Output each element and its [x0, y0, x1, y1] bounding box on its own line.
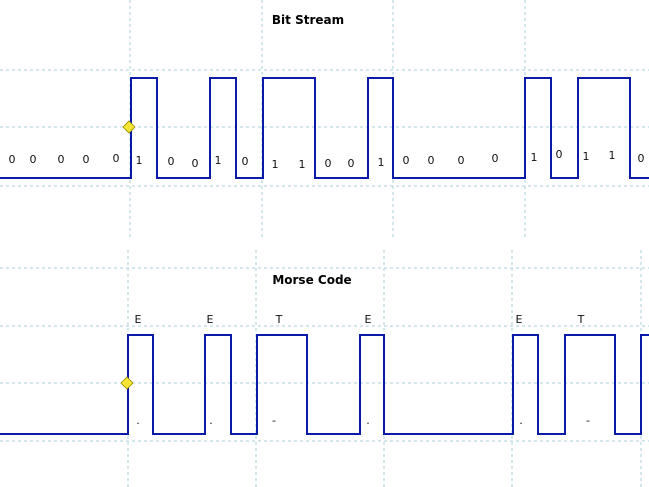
yellow-diamond-icon[interactable] — [120, 376, 134, 390]
bit-label: 0 — [458, 154, 465, 167]
bit-label: 1 — [609, 149, 616, 162]
morse-labels: E. E. T - E. E. T - — [135, 313, 590, 427]
bit-stream-title: Bit Stream — [272, 13, 344, 27]
morse-symbol: . — [366, 414, 370, 427]
morse-symbol: - — [272, 414, 276, 427]
morse-letter: E — [135, 313, 142, 326]
bit-label: 0 — [9, 153, 16, 166]
bit-label: 0 — [348, 157, 355, 170]
bit-label: 0 — [192, 157, 199, 170]
bit-label: 1 — [299, 158, 306, 171]
bit-label: 0 — [83, 153, 90, 166]
morse-symbol: . — [209, 414, 213, 427]
bit-label: 0 — [58, 153, 65, 166]
morse-code-waveform — [0, 334, 649, 435]
bit-label: 0 — [325, 157, 332, 170]
bit-label: 0 — [242, 155, 249, 168]
morse-symbol: - — [586, 414, 590, 427]
morse-symbol: . — [136, 414, 140, 427]
bit-stream-waveform — [0, 77, 649, 179]
bit-label: 1 — [136, 154, 143, 167]
morse-letter: E — [207, 313, 214, 326]
bit-label: 0 — [428, 154, 435, 167]
morse-code-title: Morse Code — [272, 273, 351, 287]
bit-label: 1 — [215, 154, 222, 167]
morse-symbol: . — [519, 414, 523, 427]
bit-labels: 0 0 0 0 0 1 0 0 1 0 1 1 0 0 1 0 0 0 0 1 0 1 1 0 — [9, 148, 645, 171]
morse-letter: T — [577, 313, 585, 326]
bit-label: 0 — [30, 153, 37, 166]
bit-label: 0 — [556, 148, 563, 161]
bit-label: 0 — [638, 152, 645, 165]
bit-label: 1 — [531, 151, 538, 164]
morse-code-grid — [0, 250, 649, 487]
morse-letter: E — [516, 313, 523, 326]
bit-label: 0 — [113, 152, 120, 165]
bit-label: 0 — [403, 154, 410, 167]
yellow-diamond-icon[interactable] — [122, 120, 136, 134]
morse-letter: E — [365, 313, 372, 326]
bit-label: 1 — [272, 158, 279, 171]
bit-label: 1 — [583, 150, 590, 163]
bit-label: 0 — [168, 155, 175, 168]
morse-letter: T — [275, 313, 283, 326]
bit-label: 1 — [378, 156, 385, 169]
bit-label: 0 — [492, 152, 499, 165]
